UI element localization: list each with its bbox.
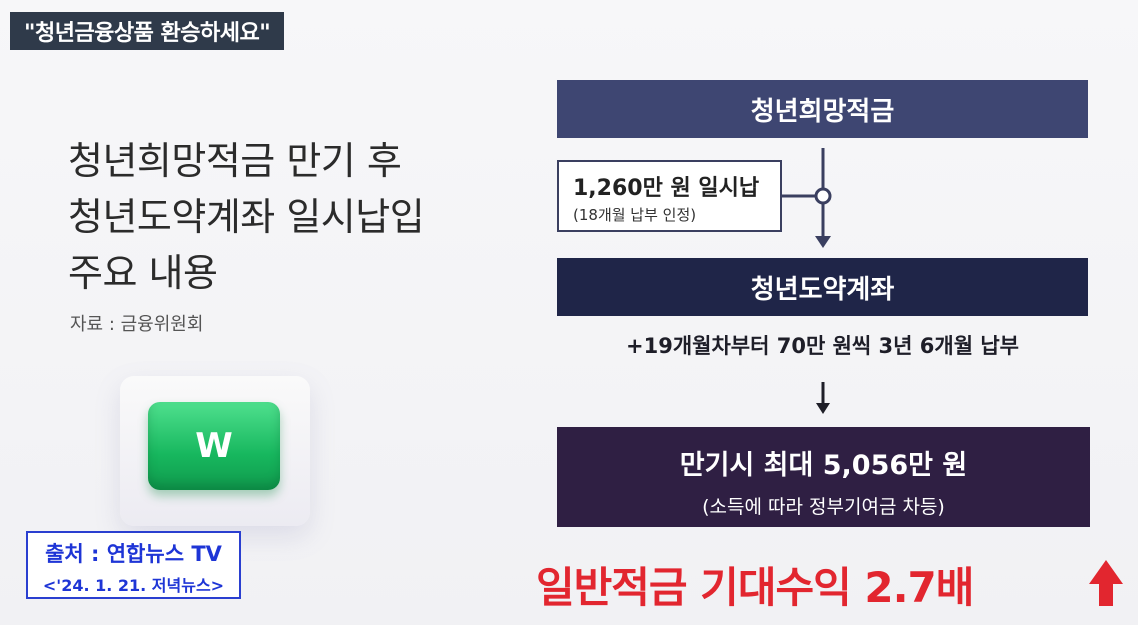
flow-box-youth-hope-savings: 청년희망적금 [557, 80, 1088, 138]
credit-line-1: 출처 : 연합뉴스 TV [45, 542, 222, 566]
lump-sum-value: 1,260만 원 일시납 [573, 176, 760, 201]
keycap-letter: W [195, 426, 233, 466]
credit-box: 출처 : 연합뉴스 TV <'24. 1. 21. 저녁뉴스> [26, 531, 241, 599]
lump-sum-box: 1,260만 원 일시납 (18개월 납부 인정) [557, 160, 782, 232]
maturity-note: (소득에 따라 정부기여금 차등) [702, 496, 945, 518]
lump-sum-note: (18개월 납부 인정) [573, 206, 697, 224]
headline: 청년희망적금 만기 후 청년도약계좌 일시납입 주요 내용 [68, 133, 528, 301]
down-arrow-icon [816, 382, 830, 414]
payment-text: +19개월차부터 70만 원씩 3년 6개월 납부 [626, 334, 1019, 358]
source-label: 자료 : 금융위원회 [70, 314, 204, 335]
headline-line-1: 청년희망적금 만기 후 [68, 139, 402, 183]
top-tag: "청년금융상품 환승하세요" [10, 12, 285, 50]
flow-box-maturity: 만기시 최대 5,056만 원 (소득에 따라 정부기여금 차등) [557, 427, 1090, 527]
headline-line-3: 주요 내용 [68, 251, 218, 295]
maturity-amount: 만기시 최대 5,056만 원 [679, 450, 968, 481]
return-banner-text: 일반적금 기대수익 2.7배 [536, 562, 974, 612]
credit-line-2: <'24. 1. 21. 저녁뉴스> [42, 576, 225, 595]
down-arrow-icon [815, 148, 831, 248]
return-banner: 일반적금 기대수익 2.7배 [536, 556, 1096, 612]
junction-circle-icon [814, 187, 832, 205]
w-keycap-icon: W [148, 402, 280, 490]
headline-line-2: 청년도약계좌 일시납입 [68, 195, 425, 239]
flow-box-youth-leap-account: 청년도약계좌 [557, 258, 1088, 316]
